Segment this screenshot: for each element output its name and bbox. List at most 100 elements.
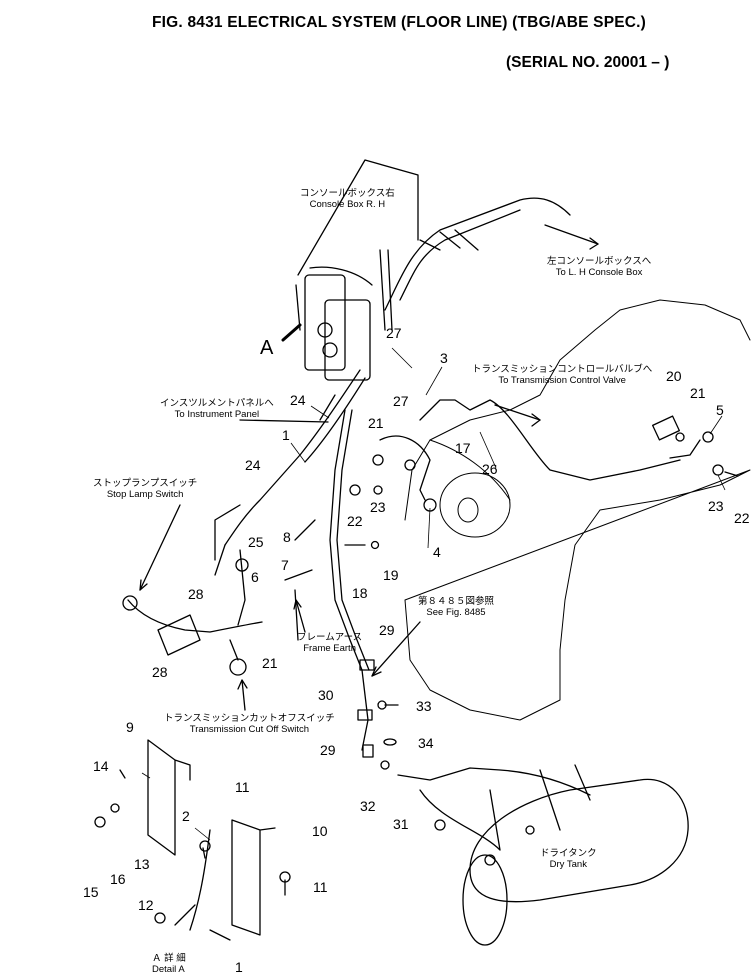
callout-28: 28 [188,586,204,602]
callout-10: 10 [312,823,328,839]
callout-29: 29 [320,742,336,758]
callout-7: 7 [281,557,289,573]
arrow-to-lh-console [544,224,599,245]
callout-1: 1 [235,959,243,975]
harness-24 [214,394,336,561]
label-cutoff-en: Transmission Cut Off Switch [189,724,310,735]
bracket-10 [231,819,276,936]
callout-5: 5 [716,402,724,418]
callout-2: 2 [182,808,190,824]
callout-21: 21 [262,655,278,671]
callout-15: 15 [83,884,99,900]
label-cutoff-jp: トランスミッションカットオフスイッチ [164,713,335,724]
label-dry-tank: ドライタンク Dry Tank [540,848,597,870]
label-instrument-panel-en: To Instrument Panel [174,409,260,420]
bracket-28 [157,614,201,656]
callout-31: 31 [393,816,409,832]
label-lh-console-jp: 左コンソールボックスへ [547,256,652,267]
callout-11: 11 [235,779,250,795]
callout-34: 34 [418,735,434,751]
console-box-frame [297,159,419,331]
callout-16: 16 [110,871,126,887]
callout-17: 17 [455,440,471,456]
label-tcv-jp: トランスミッションコントロールバルブへ [472,364,653,375]
figure-title: FIG. 8431 ELECTRICAL SYSTEM (FLOOR LINE)… [152,14,647,31]
tcv-harness [419,399,681,481]
label-console-rh: コンソールボックス右 Console Box R. H [300,188,395,210]
label-detail-a-jp: Ａ 詳 細 [152,953,186,964]
washer-34 [383,738,397,746]
callout-3: 3 [440,350,448,366]
frame-earth-wire-7 [284,569,313,581]
stop-lamp-switch [122,595,138,611]
dry-tank-body [469,778,689,903]
switch-5-wire [669,439,701,459]
transmission-housing-outline [404,299,751,721]
callout-19: 19 [383,567,399,583]
callout-6: 6 [251,569,259,585]
callout-22: 22 [347,513,363,529]
harness-31 [397,767,591,796]
label-frame-earth-en: Frame Earth [303,643,356,654]
label-stop-lamp-en: Stop Lamp Switch [106,489,184,500]
label-see-fig-en: See Fig. 8485 [426,607,486,618]
callout-24: 24 [245,457,261,473]
label-console-rh-jp: コンソールボックス右 [300,188,395,199]
callout-12: 12 [138,897,154,913]
callout-29: 29 [379,622,395,638]
label-frame-earth-jp: フレームアース [297,632,363,643]
label-instrument-panel-jp: インスツルメントパネルへ [160,398,274,409]
callout-27: 27 [386,325,402,341]
label-lh-console: 左コンソールボックスへ To L. H Console Box [547,256,651,278]
callout-8: 8 [283,529,291,545]
cutoff-switch [229,658,247,676]
callout-30: 30 [318,687,334,703]
callout-11: 11 [313,879,328,895]
label-tcv: トランスミッションコントロールバルブへ To Transmission Cont… [472,364,652,386]
arrow-view-a [281,323,302,342]
instrument-panel-arrow [239,419,329,423]
callout-23: 23 [370,499,386,515]
callout-21: 21 [690,385,706,401]
label-detail-a: Ａ 詳 細 Detail A [152,953,186,975]
harness-floor-line [329,409,369,751]
label-dry-tank-jp: ドライタンク [540,848,597,859]
label-console-rh-en: Console Box R. H [309,199,386,210]
frame-earth-arrow [295,599,306,633]
label-see-fig-jp: 第８４８５図参照 [418,596,495,607]
arrow-to-tcv [494,404,541,421]
label-stop-lamp-switch: ストップランプスイッチ Stop Lamp Switch [93,478,197,500]
label-detail-a-en: Detail A [152,964,185,975]
bolt-11 [202,847,206,859]
callout-4: 4 [433,544,441,560]
see-fig-arrow [371,621,421,677]
stop-lamp-arrow [139,504,181,591]
callout-9: 9 [126,719,134,735]
callout-24: 24 [290,392,306,408]
callout-18: 18 [352,585,368,601]
callout-23: 23 [708,498,724,514]
label-stop-lamp-jp: ストップランプスイッチ [93,478,198,489]
callout-13: 13 [134,856,150,872]
label-cutoff-switch: トランスミッションカットオフスイッチ Transmission Cut Off … [164,713,335,735]
callout-32: 32 [360,798,376,814]
label-see-fig: 第８４８５図参照 See Fig. 8485 [418,596,494,618]
label-tcv-en: To Transmission Control Valve [498,375,626,386]
callout-21: 21 [368,415,384,431]
bracket-20 [651,415,681,441]
callout-20: 20 [666,368,682,384]
callout-1: 1 [282,427,290,443]
label-dry-tank-en: Dry Tank [549,859,587,870]
bracket-9 [147,739,191,856]
callout-28: 28 [152,664,168,680]
callout-33: 33 [416,698,432,714]
console-harness-to-lh [384,197,571,311]
callout-14: 14 [93,758,109,774]
callout-25: 25 [248,534,264,550]
label-view-a: A [260,337,274,359]
callout-22: 22 [734,510,750,526]
callout-26: 26 [482,461,498,477]
housing-circle [439,472,511,538]
label-lh-console-en: To L. H Console Box [555,267,643,278]
